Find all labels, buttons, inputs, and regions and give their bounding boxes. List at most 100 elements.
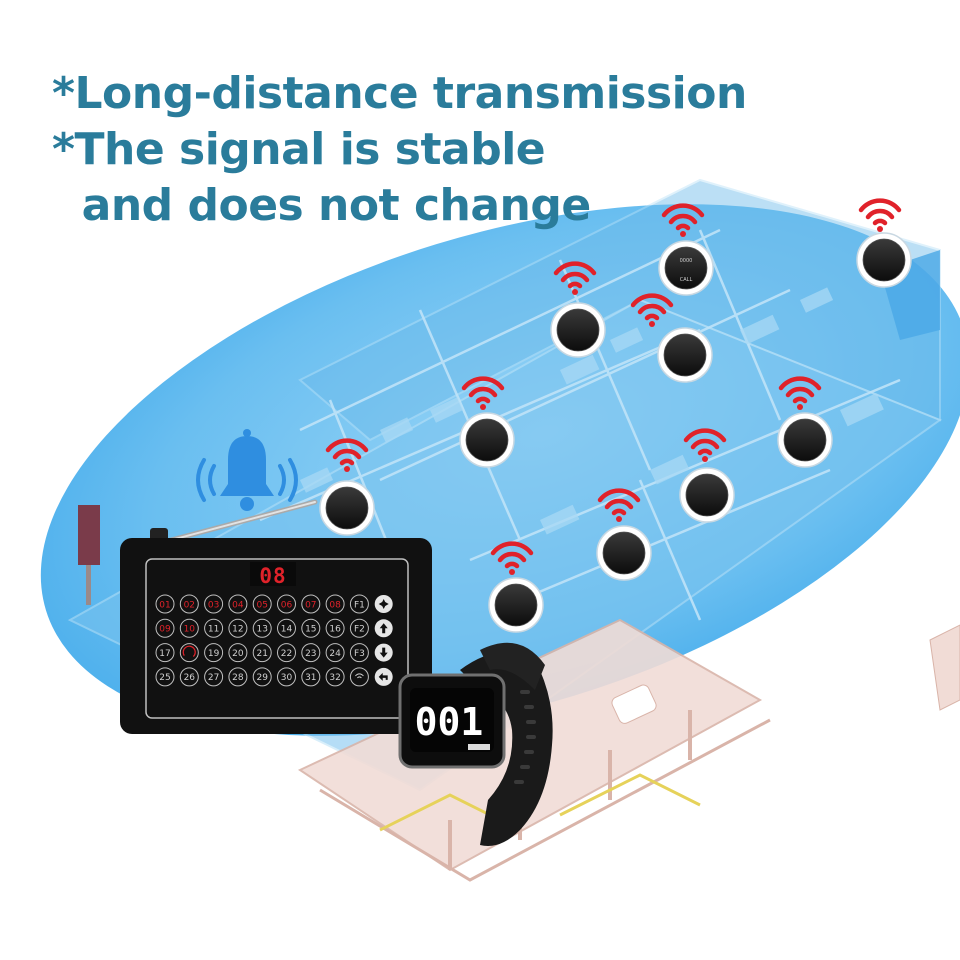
keypad-key[interactable]: 03: [204, 594, 224, 614]
keypad-key[interactable]: 22: [277, 643, 296, 663]
call-button-bottom-label: CALL: [680, 277, 693, 283]
call-button: [777, 412, 833, 468]
gear-icon[interactable]: [374, 595, 393, 613]
keypad-key-label: 29: [256, 673, 268, 683]
furniture: [300, 287, 884, 535]
headline-line-2: *The signal is stable: [52, 124, 546, 175]
call-button-top-label: 0000: [680, 258, 693, 264]
call-button: [488, 577, 544, 633]
headline-line-3: and does not change: [52, 180, 592, 231]
keypad-key-label: 12: [232, 625, 243, 635]
pole-sign: [78, 505, 100, 605]
call-button: [679, 467, 735, 523]
keypad-key[interactable]: F2: [349, 618, 369, 638]
keypad-key-label: 21: [256, 649, 267, 659]
keypad-key[interactable]: 16: [325, 618, 345, 638]
wristwatch-pager: 001: [398, 642, 553, 846]
keypad-key[interactable]: 10: [179, 618, 199, 638]
keypad-key[interactable]: 08: [325, 594, 345, 614]
keypad-key[interactable]: 17: [155, 643, 175, 663]
keypad-key-label: 30: [281, 673, 293, 683]
keypad-key[interactable]: 32: [325, 667, 345, 687]
spinner-icon: [182, 645, 196, 658]
keypad-key[interactable]: 30: [277, 667, 296, 687]
keypad-key-label: 23: [305, 649, 316, 659]
keypad-key[interactable]: 02: [179, 594, 199, 614]
keypad-key[interactable]: 04: [228, 594, 248, 614]
arrow-down-icon[interactable]: [374, 643, 393, 662]
keypad-key[interactable]: 13: [252, 618, 272, 638]
keypad-key[interactable]: 28: [228, 667, 248, 687]
keypad-key[interactable]: 11: [204, 618, 224, 638]
keypad-key-label: 14: [281, 625, 293, 635]
keypad-key[interactable]: 20: [228, 643, 248, 663]
keypad-key-label: F1: [354, 600, 365, 610]
wifi-signal-icon: [861, 201, 899, 232]
keypad-key[interactable]: 27: [204, 667, 224, 687]
keypad-key[interactable]: F1: [349, 594, 369, 614]
keypad-key[interactable]: 06: [277, 594, 296, 614]
keypad-key-label: 17: [159, 649, 170, 659]
keypad-key-label: 16: [329, 625, 341, 635]
keypad-key-label: 03: [208, 600, 219, 610]
keypad-key-label: 20: [232, 649, 244, 659]
keypad-key-label: 31: [305, 673, 316, 683]
call-button: [596, 525, 652, 581]
keypad-key-label: 32: [329, 673, 340, 683]
keypad-key-label: F2: [354, 625, 365, 635]
keypad-key[interactable]: 01: [155, 594, 175, 614]
keypad-key-label: F3: [354, 649, 365, 659]
watch-display: 001: [415, 700, 484, 744]
keypad-key-label: 28: [232, 673, 244, 683]
keypad-key[interactable]: F3: [349, 643, 369, 663]
keypad-key-label: 13: [256, 625, 267, 635]
keypad-key[interactable]: 24: [325, 643, 345, 663]
keypad-key[interactable]: 29: [252, 667, 272, 687]
keypad-key-label: 22: [281, 649, 292, 659]
keypad-key[interactable]: [349, 667, 369, 687]
keypad-key[interactable]: 25: [155, 667, 175, 687]
keypad-key[interactable]: [179, 643, 199, 663]
keypad-key[interactable]: 14: [277, 618, 296, 638]
keypad-key[interactable]: 19: [204, 643, 224, 663]
keypad-key-label: 24: [329, 649, 341, 659]
keypad-key-label: 06: [281, 600, 293, 610]
keypad-key[interactable]: 21: [252, 643, 272, 663]
keypad-key-label: 27: [208, 673, 219, 683]
keypad-key[interactable]: 07: [301, 594, 321, 614]
call-button: [657, 327, 713, 383]
keypad-key[interactable]: 26: [179, 667, 199, 687]
keypad-key-label: 15: [305, 625, 316, 635]
keypad-key[interactable]: 12: [228, 618, 248, 638]
keypad-key[interactable]: 09: [155, 618, 175, 638]
keypad-key-label: 09: [159, 625, 171, 635]
return-icon[interactable]: [374, 667, 393, 686]
bell-icon: [196, 429, 298, 511]
headline: *Long-distance transmission *The signal …: [52, 66, 747, 234]
call-button: [550, 302, 606, 358]
keypad-key-label: 25: [159, 673, 170, 683]
keypad-key-label: 26: [184, 673, 196, 683]
keypad-key-label: 01: [159, 600, 170, 610]
keypad-key-label: 07: [305, 600, 316, 610]
keypad-key-label: 02: [184, 600, 195, 610]
keypad-key[interactable]: 31: [301, 667, 321, 687]
keypad-key[interactable]: 23: [301, 643, 321, 663]
headline-line-1: *Long-distance transmission: [52, 68, 747, 119]
keypad-key[interactable]: 05: [252, 594, 272, 614]
call-button-labels: 0000 CALL: [680, 258, 693, 283]
keypad-key-label: 04: [232, 600, 244, 610]
arrow-up-icon[interactable]: [374, 619, 393, 638]
keypad-key-label: 11: [208, 625, 219, 635]
keypad-key-label: 08: [329, 600, 341, 610]
wifi-signal-icon: [355, 673, 364, 679]
call-button: [856, 232, 912, 288]
keypad-key-label: 05: [256, 600, 267, 610]
call-button: [658, 240, 714, 296]
keypad-key-label: 19: [208, 649, 220, 659]
receiver-keypad: 01 02 03 04 05 06 07 08 F1 09 10 11 12 13 14 15 16 F2 17 19…: [155, 594, 393, 687]
back-wall: [298, 178, 941, 442]
keypad-key[interactable]: 15: [301, 618, 321, 638]
